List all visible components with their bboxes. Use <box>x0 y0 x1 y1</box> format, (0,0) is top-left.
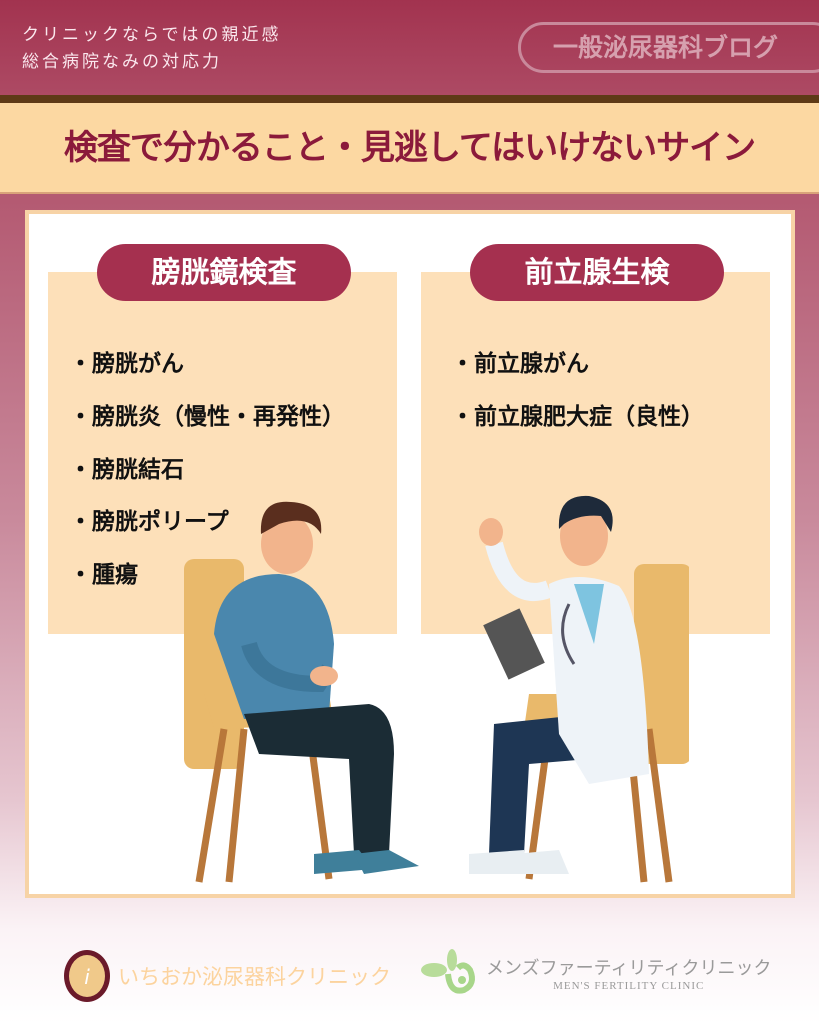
page-title: 検査で分かること・見逃してはいけないサイン <box>63 128 756 168</box>
list-item: ・腫瘍 <box>69 562 138 588</box>
clinic2-name-jp: メンズファーティリティクリニック <box>486 958 772 979</box>
doctor-figure <box>469 495 649 874</box>
list-item: ・膀胱炎（慢性・再発性） <box>69 404 345 430</box>
tagline-line-2: 総合病院なみの対応力 <box>22 52 222 72</box>
list-item: ・前立腺がん <box>451 351 589 377</box>
patient-figure <box>214 501 419 874</box>
clinic1-name: いちおか泌尿器科クリニック <box>118 965 391 989</box>
biopsy-box <box>421 272 770 634</box>
blog-category-badge: 一般泌尿器科ブログ <box>518 22 819 73</box>
mens-fertility-clinic-logo: メンズファーティリティクリニック MEN'S FERTILITY CLINIC <box>420 948 771 998</box>
tagline: クリニックならではの親近感 総合病院なみの対応力 <box>22 22 282 76</box>
list-item: ・膀胱結石 <box>69 457 184 483</box>
biopsy-heading: 前立腺生検 <box>470 244 724 301</box>
list-item: ・膀胱がん <box>69 351 184 377</box>
svg-text:i: i <box>84 965 90 989</box>
header: クリニックならではの親近感 総合病院なみの対応力 一般泌尿器科ブログ <box>0 0 819 95</box>
content-panel: 膀胱鏡検査 前立腺生検 ・膀胱がん ・膀胱炎（慢性・再発性） ・膀胱結石 ・膀胱… <box>25 210 795 898</box>
list-item: ・膀胱ポリープ <box>69 509 229 535</box>
clinic2-name-en: MEN'S FERTILITY CLINIC <box>553 980 705 992</box>
doctor-patient-illustration <box>184 495 689 883</box>
tagline-line-1: クリニックならではの親近感 <box>22 25 282 45</box>
list-item: ・前立腺肥大症（良性） <box>451 404 704 430</box>
leaf-logo-icon <box>421 949 475 994</box>
clinic-emblem-icon: i <box>64 950 110 1002</box>
title-band: 検査で分かること・見逃してはいけないサイン <box>0 103 819 194</box>
cystoscopy-heading: 膀胱鏡検査 <box>97 244 351 301</box>
divider <box>0 95 819 103</box>
ichioka-clinic-logo: i いちおか泌尿器科クリニック <box>62 948 391 1004</box>
